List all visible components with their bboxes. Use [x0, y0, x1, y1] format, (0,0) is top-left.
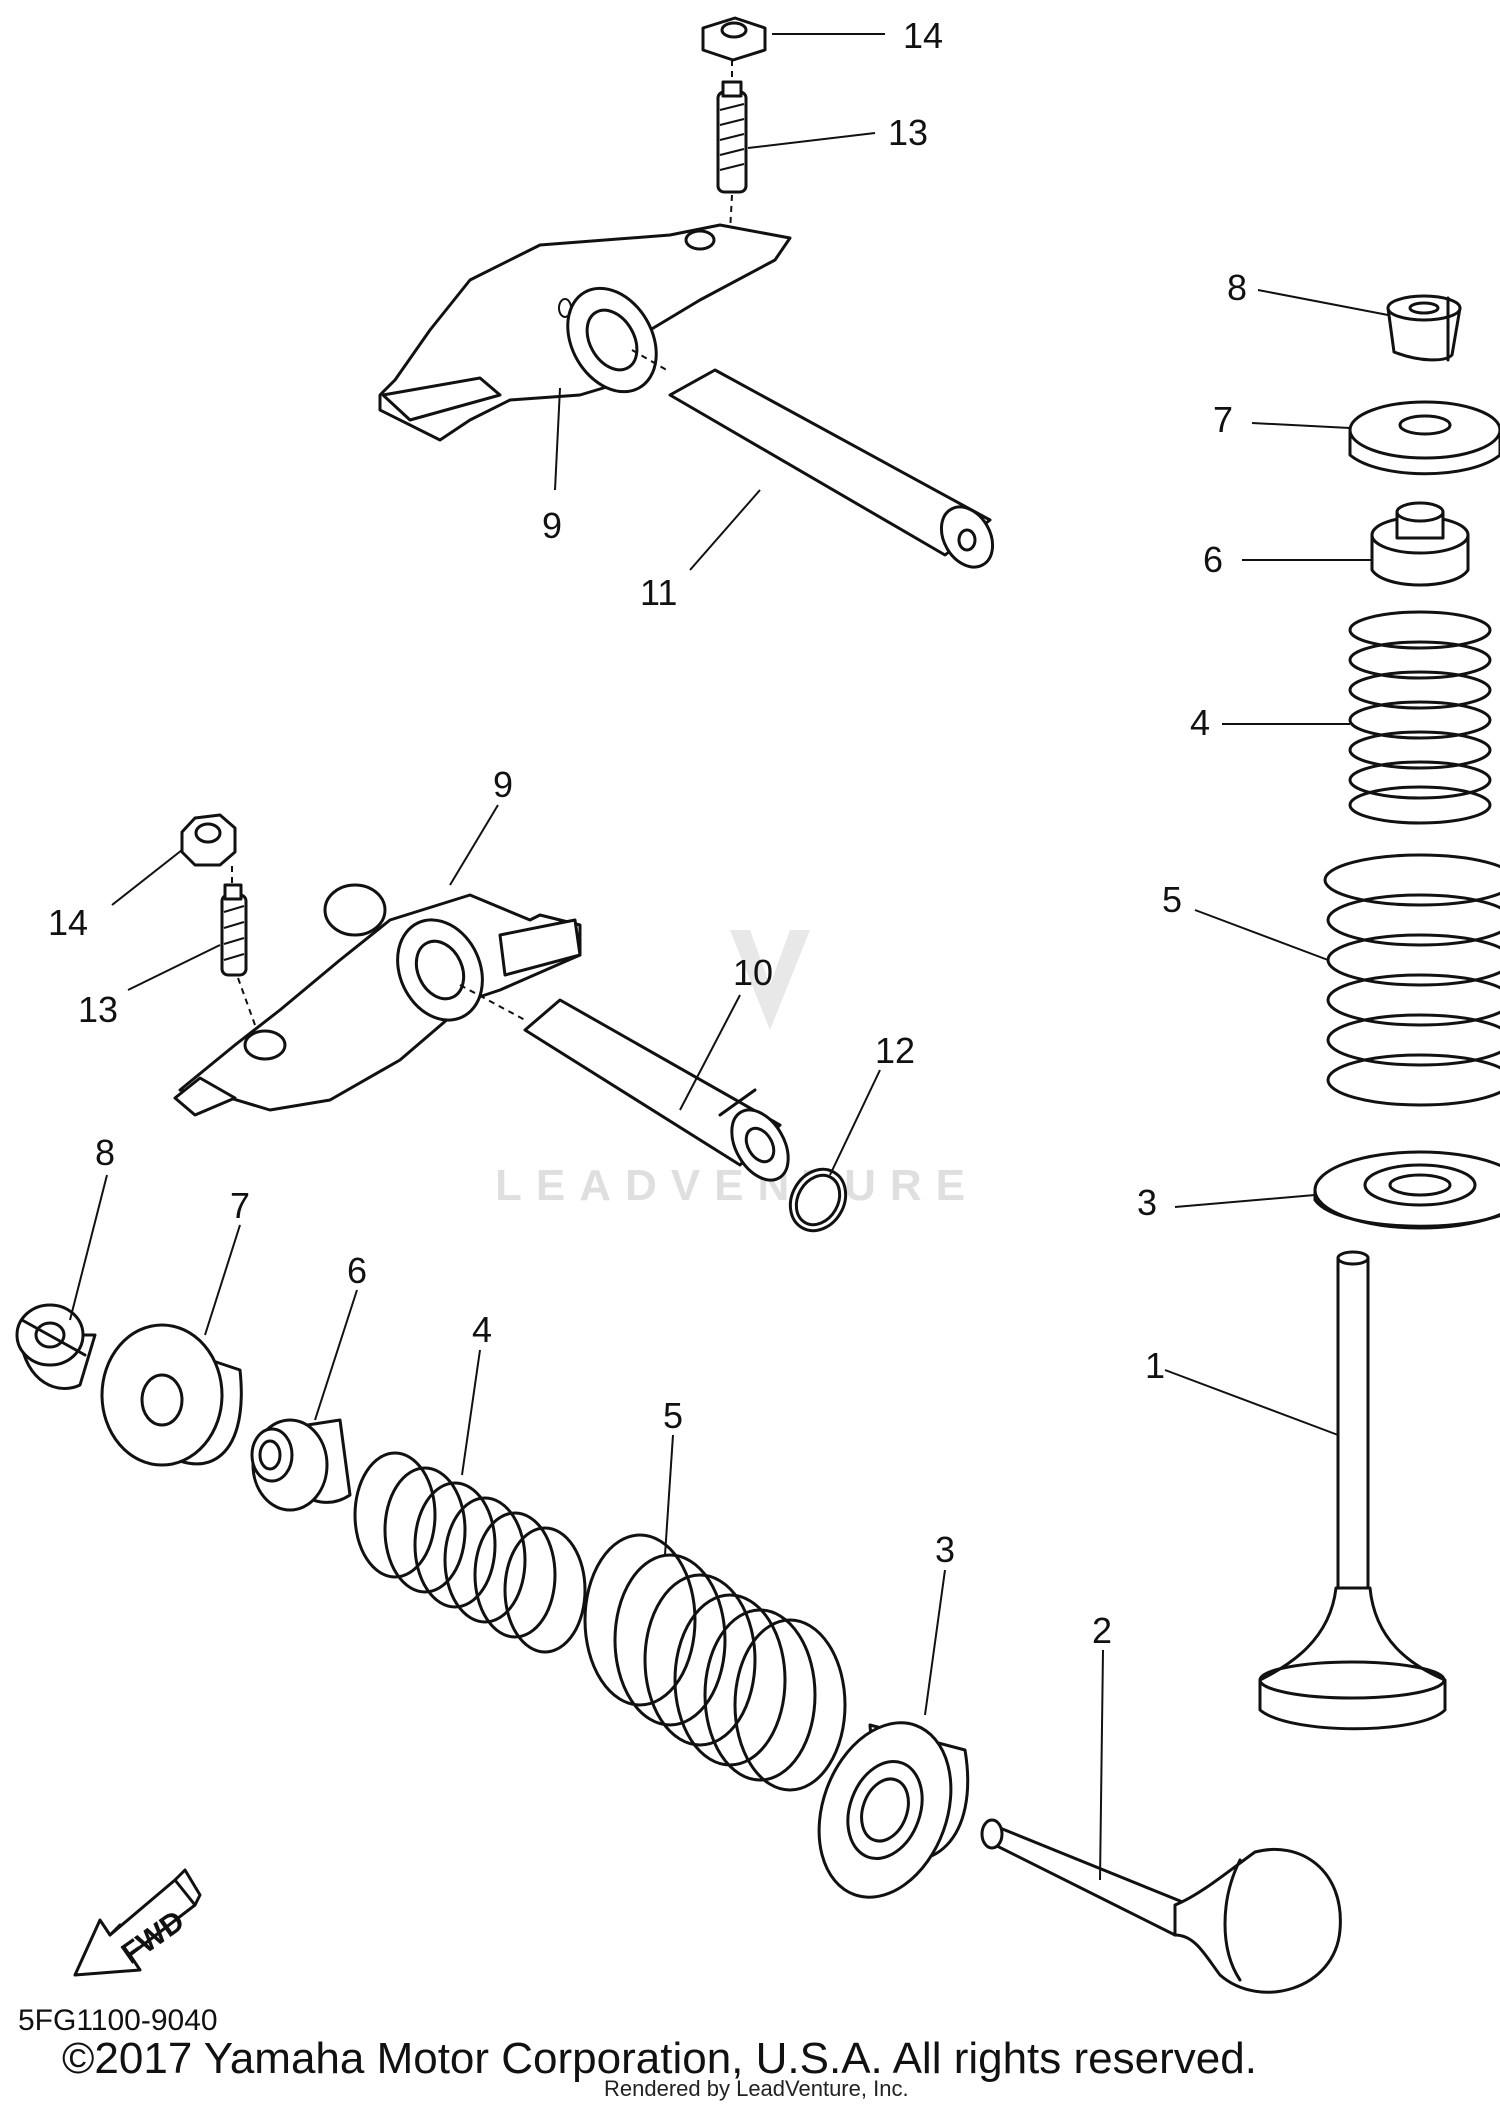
callout-3-lower: 3	[935, 1529, 955, 1570]
valve-cotter-8-lower	[15, 1303, 97, 1390]
rocker-shaft-11	[668, 368, 992, 557]
middle-rocker-assembly	[111, 804, 881, 1233]
watermark-text: LEADVENTURE	[495, 1161, 979, 1210]
callout-9-lower: 9	[493, 764, 513, 805]
inner-spring-4-lower	[353, 1451, 587, 1654]
valve-2-exhaust	[980, 1818, 1342, 1994]
callout-6-lower: 6	[347, 1250, 367, 1291]
callout-4-right: 4	[1190, 702, 1210, 743]
callout-14-upper: 14	[903, 15, 943, 56]
rocker-shaft-10	[523, 998, 782, 1167]
callout-9-upper: 9	[542, 505, 562, 546]
callout-11: 11	[640, 572, 677, 613]
rendered-by-credit: Rendered by LeadVenture, Inc.	[604, 2076, 909, 2101]
valve-1-intake	[1258, 1250, 1447, 1731]
rocker-arm-9-lower	[178, 893, 582, 1112]
lower-valve-row	[15, 1174, 1342, 1994]
callout-6-right: 6	[1203, 539, 1223, 580]
callout-12: 12	[875, 1030, 915, 1071]
fwd-arrow-icon: FWD	[73, 1868, 202, 1977]
outer-spring-5-right	[1323, 853, 1500, 1107]
callout-5-lower: 5	[663, 1395, 683, 1436]
nut-14-lower	[180, 813, 237, 867]
callout-1: 1	[1145, 1345, 1165, 1386]
callout-7-right: 7	[1213, 399, 1233, 440]
outer-spring-5-lower	[583, 1533, 847, 1792]
leadventure-watermark: LEADVENTURE	[495, 930, 979, 1210]
callout-10: 10	[733, 952, 773, 993]
diagram-part-code: 5FG1100-9040	[18, 2004, 218, 2037]
callout-5-right: 5	[1162, 879, 1182, 920]
callout-3-right: 3	[1137, 1182, 1157, 1223]
callout-8-lower: 8	[95, 1132, 115, 1173]
callout-labels: 1 2 3 3 4 4 5 5 6 6 7 7 8 8 9 9 10 11 12…	[48, 15, 1247, 1651]
valve-seal-6-lower	[250, 1418, 352, 1512]
callout-2: 2	[1092, 1610, 1112, 1651]
upper-rocker-assembly	[378, 16, 995, 571]
callout-13-upper: 13	[888, 112, 928, 153]
spring-retainer-7-lower	[100, 1323, 243, 1467]
callout-8-right: 8	[1227, 267, 1247, 308]
spring-seat-3-lower	[817, 1721, 970, 1899]
copyright-notice: ©2017 Yamaha Motor Corporation, U.S.A. A…	[62, 2034, 1257, 2083]
callout-7-lower: 7	[230, 1185, 250, 1226]
spring-seat-3-right	[1313, 1150, 1500, 1230]
callout-14-lower: 14	[48, 902, 88, 943]
callout-4-lower: 4	[472, 1309, 492, 1350]
callout-13-lower: 13	[78, 989, 118, 1030]
nut-14-upper	[701, 16, 767, 62]
inner-spring-4-right	[1348, 610, 1492, 825]
right-valve-stack	[1164, 289, 1500, 1731]
